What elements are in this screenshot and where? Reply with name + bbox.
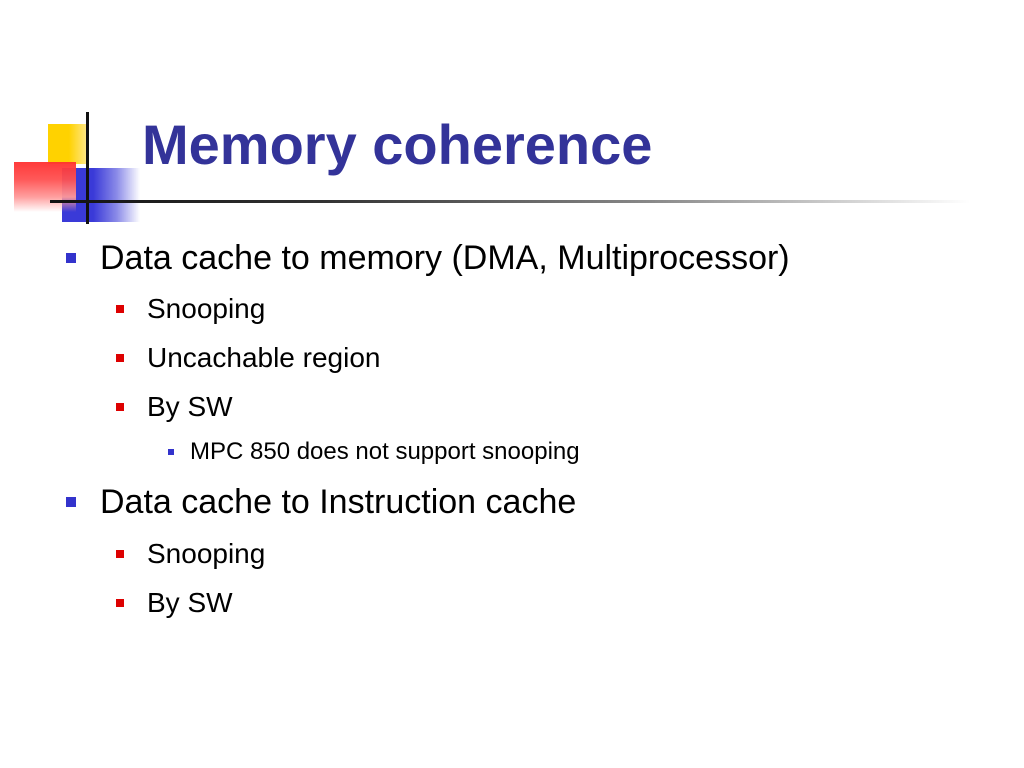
red-square bbox=[14, 162, 76, 212]
slide-title: Memory coherence bbox=[142, 113, 653, 176]
bullet-text: By SW bbox=[147, 391, 233, 422]
square-bullet-icon bbox=[168, 449, 174, 455]
bullet-item: Snooping bbox=[116, 292, 265, 326]
slide-logo-decoration bbox=[0, 0, 160, 240]
bullet-text: By SW bbox=[147, 587, 233, 618]
square-bullet-icon bbox=[116, 403, 124, 411]
title-underline-rule bbox=[50, 200, 970, 203]
square-bullet-icon bbox=[116, 305, 124, 313]
bullet-item: MPC 850 does not support snooping bbox=[168, 437, 580, 467]
bullet-item: Data cache to Instruction cache bbox=[66, 482, 576, 522]
bullet-text: Data cache to memory (DMA, Multiprocesso… bbox=[100, 238, 790, 277]
yellow-square bbox=[48, 124, 86, 164]
bullet-item: Uncachable region bbox=[116, 341, 381, 375]
bullet-text: Data cache to Instruction cache bbox=[100, 482, 577, 521]
square-bullet-icon bbox=[66, 497, 76, 507]
square-bullet-icon bbox=[116, 354, 124, 362]
bullet-text: MPC 850 does not support snooping bbox=[190, 438, 580, 465]
bullet-item: Data cache to memory (DMA, Multiprocesso… bbox=[66, 238, 790, 278]
bullet-item: By SW bbox=[116, 586, 233, 620]
square-bullet-icon bbox=[116, 599, 124, 607]
bullet-item: By SW bbox=[116, 390, 233, 424]
square-bullet-icon bbox=[116, 550, 124, 558]
bullet-item: Snooping bbox=[116, 537, 265, 571]
vertical-rule bbox=[86, 112, 89, 224]
bullet-text: Snooping bbox=[147, 538, 266, 569]
bullet-text: Snooping bbox=[147, 293, 266, 324]
square-bullet-icon bbox=[66, 253, 76, 263]
bullet-text: Uncachable region bbox=[147, 342, 381, 373]
